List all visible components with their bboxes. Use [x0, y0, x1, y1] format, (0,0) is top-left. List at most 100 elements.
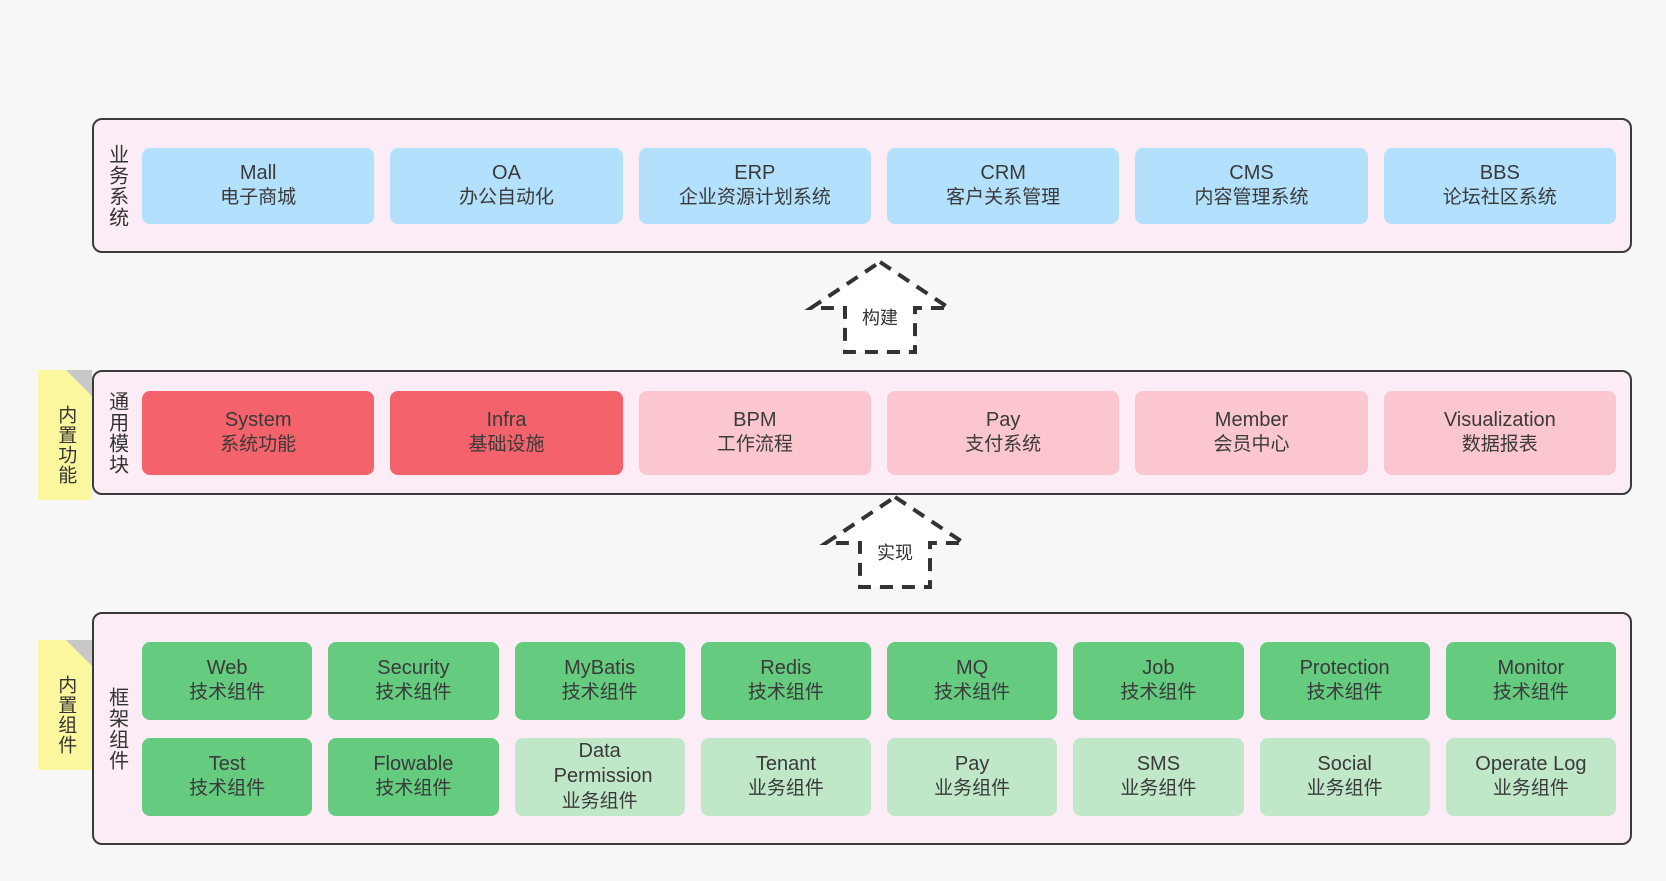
card-title-en: Operate Log	[1475, 752, 1587, 775]
card-test[interactable]: Test 技术组件	[142, 737, 313, 816]
card-title-cn: 技术组件	[189, 682, 266, 704]
card-redis[interactable]: Redis 技术组件	[700, 641, 871, 720]
card-title-cn: 客户关系管理	[946, 187, 1061, 209]
framework-row-technical: Web 技术组件 Security 技术组件 MyBatis 技术组件 Redi…	[142, 641, 1616, 720]
card-title-en: Member	[1214, 408, 1289, 431]
card-social[interactable]: Social 业务组件	[1259, 737, 1430, 816]
card-title-cn: 技术组件	[561, 682, 638, 704]
connector-build-arrow: 构建	[804, 258, 956, 354]
card-title-en: Pay	[985, 408, 1021, 431]
layer-body-business: Mall 电子商城 OA 办公自动化 ERP 企业资源计划系统 CRM 客户关系…	[138, 120, 1630, 251]
card-title-en: System	[224, 408, 292, 431]
card-title-en: Web	[206, 656, 248, 679]
card-mybatis[interactable]: MyBatis 技术组件	[514, 641, 685, 720]
note-label: 内置功能	[55, 405, 77, 485]
card-title-cn: 业务组件	[1306, 778, 1383, 800]
card-title-cn: 业务组件	[1492, 778, 1569, 800]
card-title-en: BPM	[733, 408, 777, 431]
card-bpm[interactable]: BPM 工作流程	[638, 390, 871, 475]
card-title-en: Flowable	[373, 752, 454, 775]
card-bbs[interactable]: BBS 论坛社区系统	[1383, 147, 1616, 224]
card-title-en: Visualization	[1443, 408, 1556, 431]
card-title-en: Infra	[486, 408, 527, 431]
card-title-cn: 技术组件	[1306, 682, 1383, 704]
card-data-permission[interactable]: Data Permission 业务组件	[514, 737, 685, 816]
connector-implement-label: 实现	[877, 543, 913, 563]
note-label: 内置组件	[55, 675, 77, 755]
card-pay-module[interactable]: Pay 支付系统	[886, 390, 1120, 475]
card-infra[interactable]: Infra 基础设施	[390, 390, 623, 475]
card-title-cn: 内容管理系统	[1194, 187, 1309, 209]
note-builtin-features: 内置功能	[38, 370, 92, 500]
card-mq[interactable]: MQ 技术组件	[887, 641, 1058, 720]
card-title-cn: 工作流程	[716, 434, 793, 456]
card-title-cn: 技术组件	[747, 682, 824, 704]
card-security[interactable]: Security 技术组件	[328, 641, 499, 720]
card-title-en: MyBatis	[564, 656, 636, 679]
card-title-cn: 会员中心	[1213, 434, 1290, 456]
card-title-en: Monitor	[1497, 656, 1565, 679]
card-visualization[interactable]: Visualization 数据报表	[1383, 390, 1616, 475]
card-pay-component[interactable]: Pay 业务组件	[887, 737, 1058, 816]
card-title-cn: 技术组件	[934, 682, 1011, 704]
card-crm[interactable]: CRM 客户关系管理	[886, 147, 1120, 224]
card-erp[interactable]: ERP 企业资源计划系统	[638, 147, 871, 224]
card-title-cn: 企业资源计划系统	[678, 187, 831, 209]
card-title-cn: 业务组件	[561, 790, 638, 812]
card-system[interactable]: System 系统功能	[142, 390, 375, 475]
card-title-cn: 技术组件	[375, 778, 452, 800]
card-title-en: Job	[1142, 656, 1175, 679]
card-title-cn: 数据报表	[1461, 434, 1538, 456]
card-title-en: Data Permission	[553, 739, 653, 788]
layer-title-business: 业务系统	[105, 143, 128, 228]
layer-body-common: System 系统功能 Infra 基础设施 BPM 工作流程 Pay 支付系统…	[138, 372, 1630, 493]
framework-row-business: Test 技术组件 Flowable 技术组件 Data Permission …	[142, 737, 1616, 816]
card-web[interactable]: Web 技术组件	[142, 641, 313, 720]
card-flowable[interactable]: Flowable 技术组件	[328, 737, 499, 816]
connector-build-label: 构建	[862, 308, 898, 328]
card-title-cn: 业务组件	[934, 778, 1011, 800]
card-title-en: Redis	[760, 656, 812, 679]
card-title-cn: 办公自动化	[458, 187, 554, 209]
layer-framework-component: 框架组件 Web 技术组件 Security 技术组件 MyBatis 技术组件…	[92, 612, 1632, 845]
card-title-en: Social	[1317, 752, 1372, 775]
card-title-en: Tenant	[755, 752, 816, 775]
card-title-en: Protection	[1299, 656, 1390, 679]
layer-common-module: 通用模块 System 系统功能 Infra 基础设施 BPM 工作流程 Pay…	[92, 370, 1632, 495]
card-operate-log[interactable]: Operate Log 业务组件	[1445, 737, 1616, 816]
card-title-cn: 系统功能	[220, 434, 297, 456]
layer-title-framework: 框架组件	[105, 686, 128, 771]
card-title-en: MQ	[956, 656, 989, 679]
card-member[interactable]: Member 会员中心	[1135, 390, 1368, 475]
card-title-en: OA	[492, 161, 521, 184]
card-sms[interactable]: SMS 业务组件	[1073, 737, 1244, 816]
note-builtin-components: 内置组件	[38, 640, 92, 770]
card-title-cn: 技术组件	[375, 682, 452, 704]
card-title-cn: 论坛社区系统	[1442, 187, 1557, 209]
card-title-cn: 技术组件	[189, 778, 266, 800]
card-title-cn: 支付系统	[965, 434, 1042, 456]
card-title-en: CRM	[980, 161, 1026, 184]
card-title-cn: 业务组件	[1120, 778, 1197, 800]
card-protection[interactable]: Protection 技术组件	[1259, 641, 1430, 720]
card-title-cn: 业务组件	[747, 778, 824, 800]
card-mall[interactable]: Mall 电子商城	[142, 147, 375, 224]
card-job[interactable]: Job 技术组件	[1073, 641, 1244, 720]
note-fold-icon	[66, 370, 92, 396]
card-monitor[interactable]: Monitor 技术组件	[1445, 641, 1616, 720]
card-title-en: Pay	[954, 752, 990, 775]
card-title-cn: 电子商城	[220, 187, 297, 209]
card-title-en: BBS	[1479, 161, 1520, 184]
card-title-en: Security	[377, 656, 450, 679]
card-cms[interactable]: CMS 内容管理系统	[1135, 147, 1368, 224]
note-fold-icon	[66, 640, 92, 666]
card-title-en: CMS	[1229, 161, 1274, 184]
layer-title-common: 通用模块	[105, 390, 128, 475]
card-title-cn: 技术组件	[1120, 682, 1197, 704]
card-tenant[interactable]: Tenant 业务组件	[700, 737, 871, 816]
layer-business-system: 业务系统 Mall 电子商城 OA 办公自动化 ERP 企业资源计划系统 CRM…	[92, 118, 1632, 253]
card-oa[interactable]: OA 办公自动化	[390, 147, 623, 224]
card-title-en: ERP	[734, 161, 776, 184]
card-title-en: SMS	[1136, 752, 1181, 775]
